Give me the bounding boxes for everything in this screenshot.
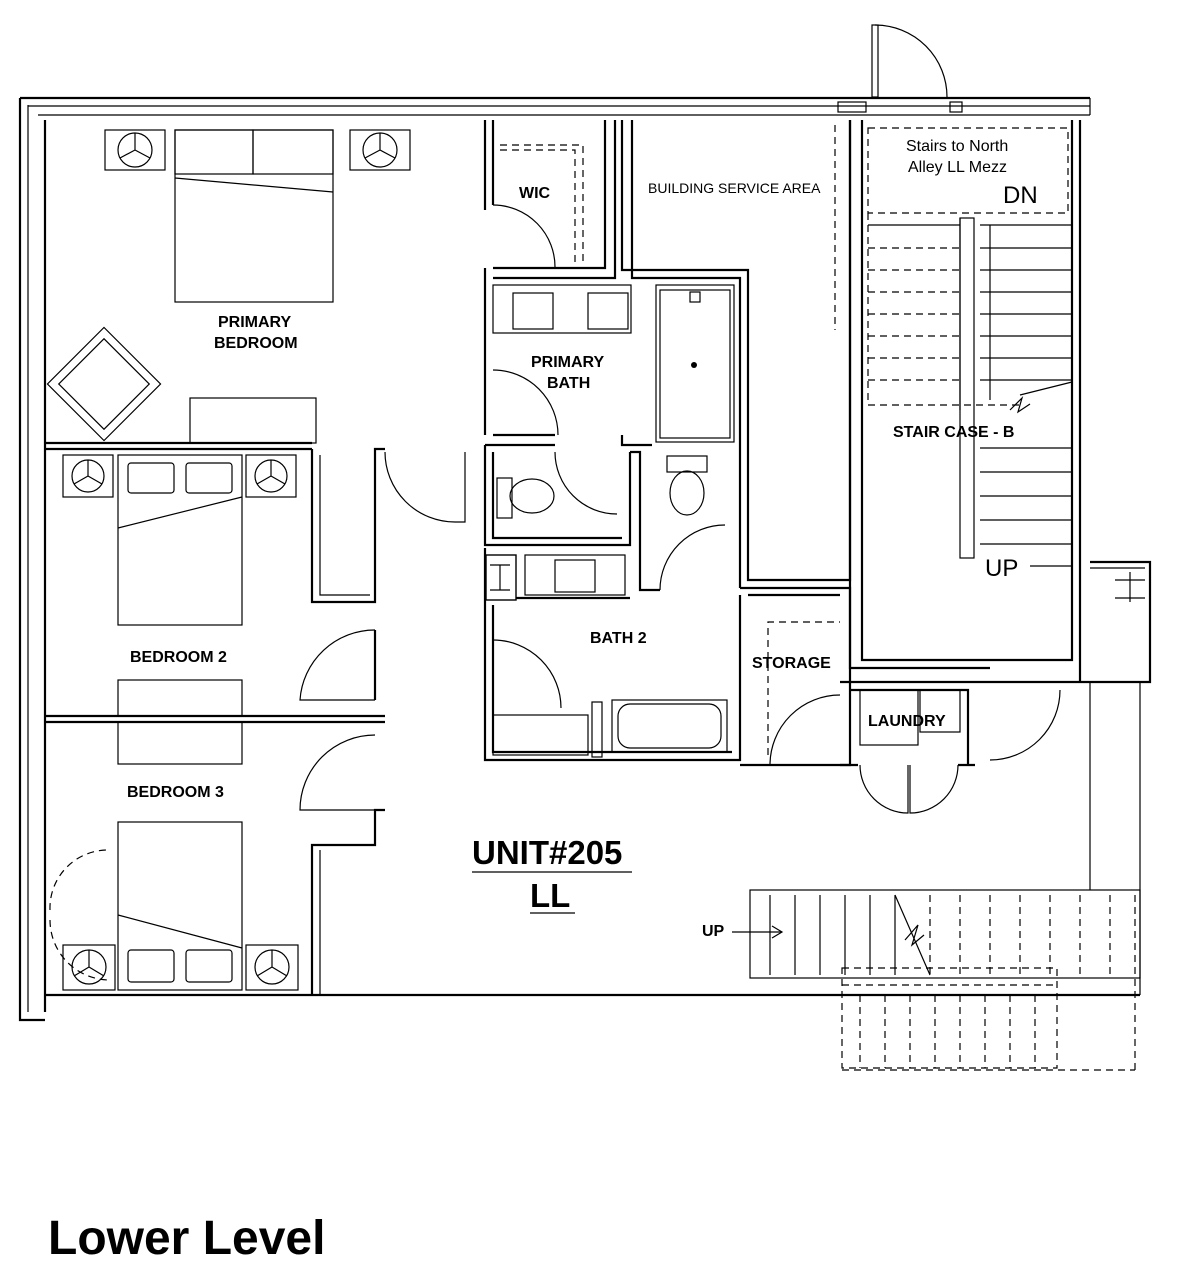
stair-case-b	[867, 127, 1073, 567]
wic-label: WIC	[519, 185, 551, 202]
building-service-label: BUILDING SERVICE AREA	[648, 180, 821, 196]
entry-door	[837, 24, 963, 113]
stairs-north-label-2: Alley LL Mezz	[908, 159, 1007, 176]
stairs-north-label-1: Stairs to North	[906, 138, 1008, 155]
exterior-walls	[18, 96, 1140, 1022]
primary-bedroom-label-2: BEDROOM	[214, 335, 298, 352]
bedroom-3-furniture	[62, 721, 299, 991]
laundry-label: LAUNDRY	[868, 713, 946, 730]
door-swings	[49, 204, 1061, 981]
bedroom-2-label: BEDROOM 2	[130, 649, 227, 666]
dn-label: DN	[1003, 182, 1038, 209]
storage-shelving	[767, 621, 840, 755]
annex-fixture	[1115, 572, 1145, 602]
lower-up-label: UP	[702, 923, 725, 940]
bedroom-2-furniture	[62, 454, 297, 717]
stair-case-label: STAIR CASE - B	[893, 424, 1014, 441]
bedroom-3-label: BEDROOM 3	[127, 784, 224, 801]
primary-bath-fixtures	[492, 284, 735, 443]
primary-bath-label-1: PRIMARY	[531, 354, 605, 371]
primary-bedroom-label-1: PRIMARY	[218, 314, 292, 331]
service-area-dashes	[631, 125, 836, 330]
unit-number: UNIT#205	[472, 834, 622, 871]
level-code: LL	[530, 877, 570, 914]
wic-shelving	[500, 144, 584, 265]
primary-bath-label-2: BATH	[547, 375, 590, 392]
toilet-1	[496, 477, 555, 519]
bath-2-fixtures	[485, 554, 728, 758]
laundry-units	[859, 689, 961, 746]
primary-bedroom-furniture	[46, 129, 411, 444]
lower-stair	[732, 889, 1141, 1071]
page-title: Lower Level	[48, 1212, 325, 1265]
toilet-2	[666, 455, 708, 516]
storage-label: STORAGE	[752, 655, 831, 672]
stair-up-label: UP	[985, 555, 1018, 582]
bath-2-label: BATH 2	[590, 630, 647, 647]
